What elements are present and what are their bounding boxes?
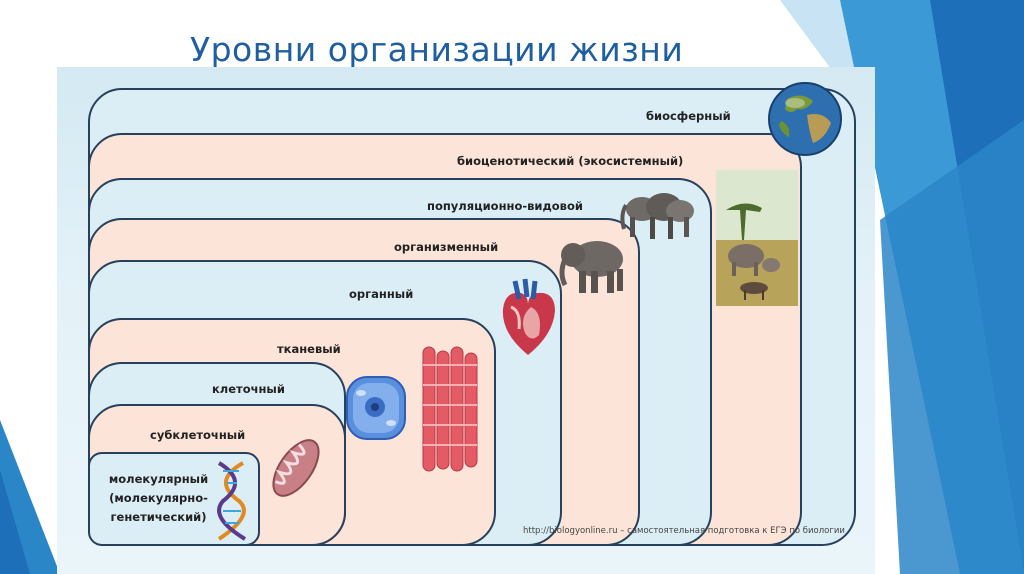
muscle-tissue-icon [422, 346, 478, 472]
label-population: популяционно-видовой [427, 199, 583, 213]
levels-diagram: биосферный биоценотический (экосистемный… [57, 67, 875, 574]
savanna-ecosystem-icon [716, 170, 798, 306]
mitochondrion-icon [272, 439, 320, 497]
dna-helix-icon [217, 461, 247, 541]
label-subcellular: субклеточный [150, 428, 246, 442]
elephant-icon [559, 241, 623, 293]
label-biocenotic: биоценотический (экосистемный) [457, 154, 684, 168]
label-cellular: клеточный [212, 382, 285, 396]
label-tissue: тканевый [277, 342, 341, 356]
label-molecular: молекулярный (молекулярно-генетический) [108, 472, 209, 524]
label-biosphere: биосферный [646, 109, 731, 123]
label-organ: органный [349, 287, 414, 301]
slide-title: Уровни организации жизни [190, 30, 684, 69]
earth-globe-icon [768, 82, 842, 156]
source-credit: http://biologyonline.ru – самостоятельна… [523, 526, 845, 536]
heart-icon [502, 278, 555, 355]
label-organism: организменный [394, 240, 499, 254]
elephant-herd-icon [620, 193, 694, 239]
animal-cell-icon [346, 376, 406, 440]
